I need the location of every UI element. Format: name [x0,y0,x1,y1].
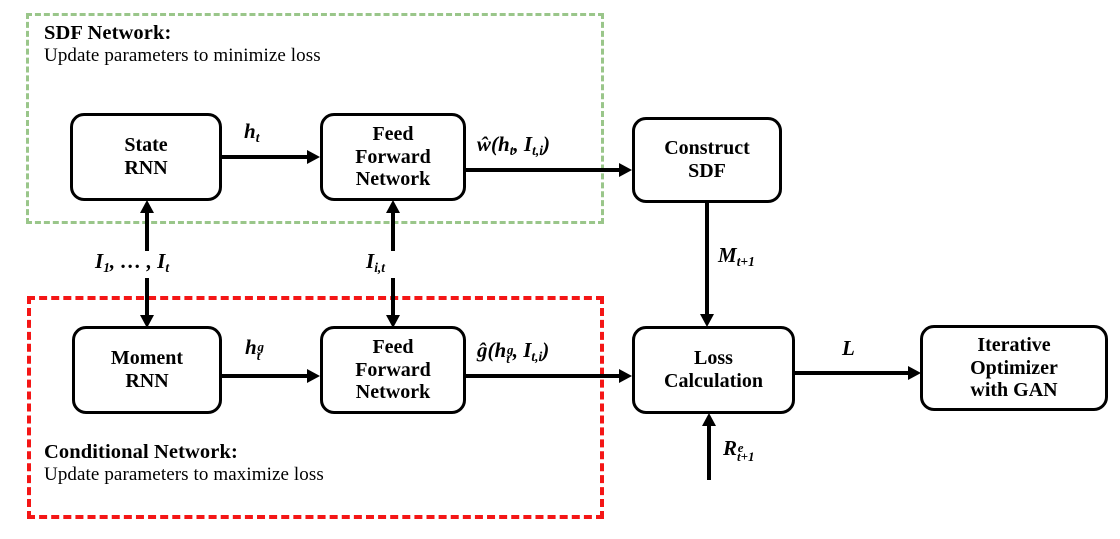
node-moment-rnn-line1: Moment [110,347,184,370]
conditional-network-caption: Conditional Network: Update parameters t… [44,441,324,485]
edge-state-rnn-to-ffn-top [222,155,308,159]
arrowhead-excess-return-to-loss [701,413,716,426]
edge-label-inputs-series: I1, … , It [95,249,170,276]
edge-loss-to-optimizer [795,371,910,375]
edge-ffn-top-to-construct-sdf [466,168,621,172]
node-ffn-bottom-line1: Feed [372,336,414,359]
node-state-rnn-line1: State [124,134,168,157]
edge-ffn-bottom-to-loss [466,374,621,378]
conditional-network-subtitle: Update parameters to maximize loss [44,463,324,485]
arrowhead-ffn-bottom-to-loss [619,368,632,383]
node-construct-sdf[interactable]: Construct SDF [632,117,782,203]
arrowhead-state-rnn-to-ffn-top [307,149,320,164]
edge-label-h-t-text: ht [244,119,260,146]
node-construct-sdf-line2: SDF [688,160,726,182]
conditional-network-title: Conditional Network: [44,441,238,463]
edge-inputs-series-up [145,211,149,251]
arrowhead-moment-rnn-to-ffn-bottom [307,368,320,383]
node-optimizer-line2: Optimizer [970,356,1058,379]
node-iterative-optimizer[interactable]: Iterative Optimizer with GAN [920,325,1108,411]
group-conditional-network [27,296,604,519]
node-moment-rnn-line2: RNN [125,370,169,392]
edge-input-it-up [391,211,395,251]
arrowhead-loss-to-optimizer [908,365,921,380]
sdf-network-caption: SDF Network: Update parameters to minimi… [44,22,321,66]
edge-label-m-t-plus-1: Mt+1 [718,243,755,270]
edge-construct-sdf-to-loss [705,203,709,316]
node-feed-forward-network-top[interactable]: Feed Forward Network [320,113,466,201]
edge-inputs-series-down [145,278,149,320]
edge-excess-return-to-loss [707,424,711,480]
edge-moment-rnn-to-ffn-bottom [222,374,308,378]
sdf-network-subtitle: Update parameters to minimize loss [44,44,321,66]
edge-label-h-t: ht [244,119,260,146]
arrowhead-input-it-to-ffn-bottom [385,315,400,328]
sdf-network-title: SDF Network: [44,22,172,44]
node-state-rnn-line2: RNN [124,157,168,179]
edge-label-w-hat-text: ŵ(ht, It,i) [477,132,550,159]
node-optimizer-line1: Iterative [977,334,1051,357]
edge-label-input-it: Ii,t [366,249,386,276]
arrowhead-ffn-top-to-construct-sdf [619,162,632,177]
node-feed-forward-network-bottom[interactable]: Feed Forward Network [320,326,466,414]
node-state-rnn[interactable]: State RNN [70,113,222,201]
edge-label-w-hat: ŵ(ht, It,i) [477,132,550,159]
edge-label-inputs-series-text: I1, … , It [95,249,170,276]
node-loss-line1: Loss [694,347,733,370]
node-ffn-top-line1: Feed [372,123,414,146]
group-sdf-network [26,13,604,224]
node-ffn-top-line3: Network [355,168,431,191]
node-construct-sdf-line1: Construct [664,137,750,160]
node-loss-line2: Calculation [664,370,763,392]
edge-label-loss-L-text: L [842,336,855,360]
arrowhead-construct-sdf-to-loss [699,314,714,327]
node-ffn-bottom-line3: Network [355,381,431,404]
node-loss-calculation[interactable]: Loss Calculation [632,326,795,414]
node-optimizer-line3: with GAN [970,379,1058,402]
node-ffn-bottom-line2: Forward [355,358,431,381]
edge-input-it-down [391,278,395,320]
edge-label-m-t-plus-1-text: Mt+1 [718,243,755,270]
edge-label-loss-L: L [842,338,855,359]
arrowhead-inputs-series-to-moment-rnn [139,315,154,328]
node-moment-rnn[interactable]: Moment RNN [72,326,222,414]
edge-label-input-it-text: Ii,t [366,249,386,276]
node-ffn-top-line2: Forward [355,145,431,168]
arrowhead-input-it-to-ffn-top [385,200,400,213]
arrowhead-inputs-series-to-state-rnn [139,200,154,213]
